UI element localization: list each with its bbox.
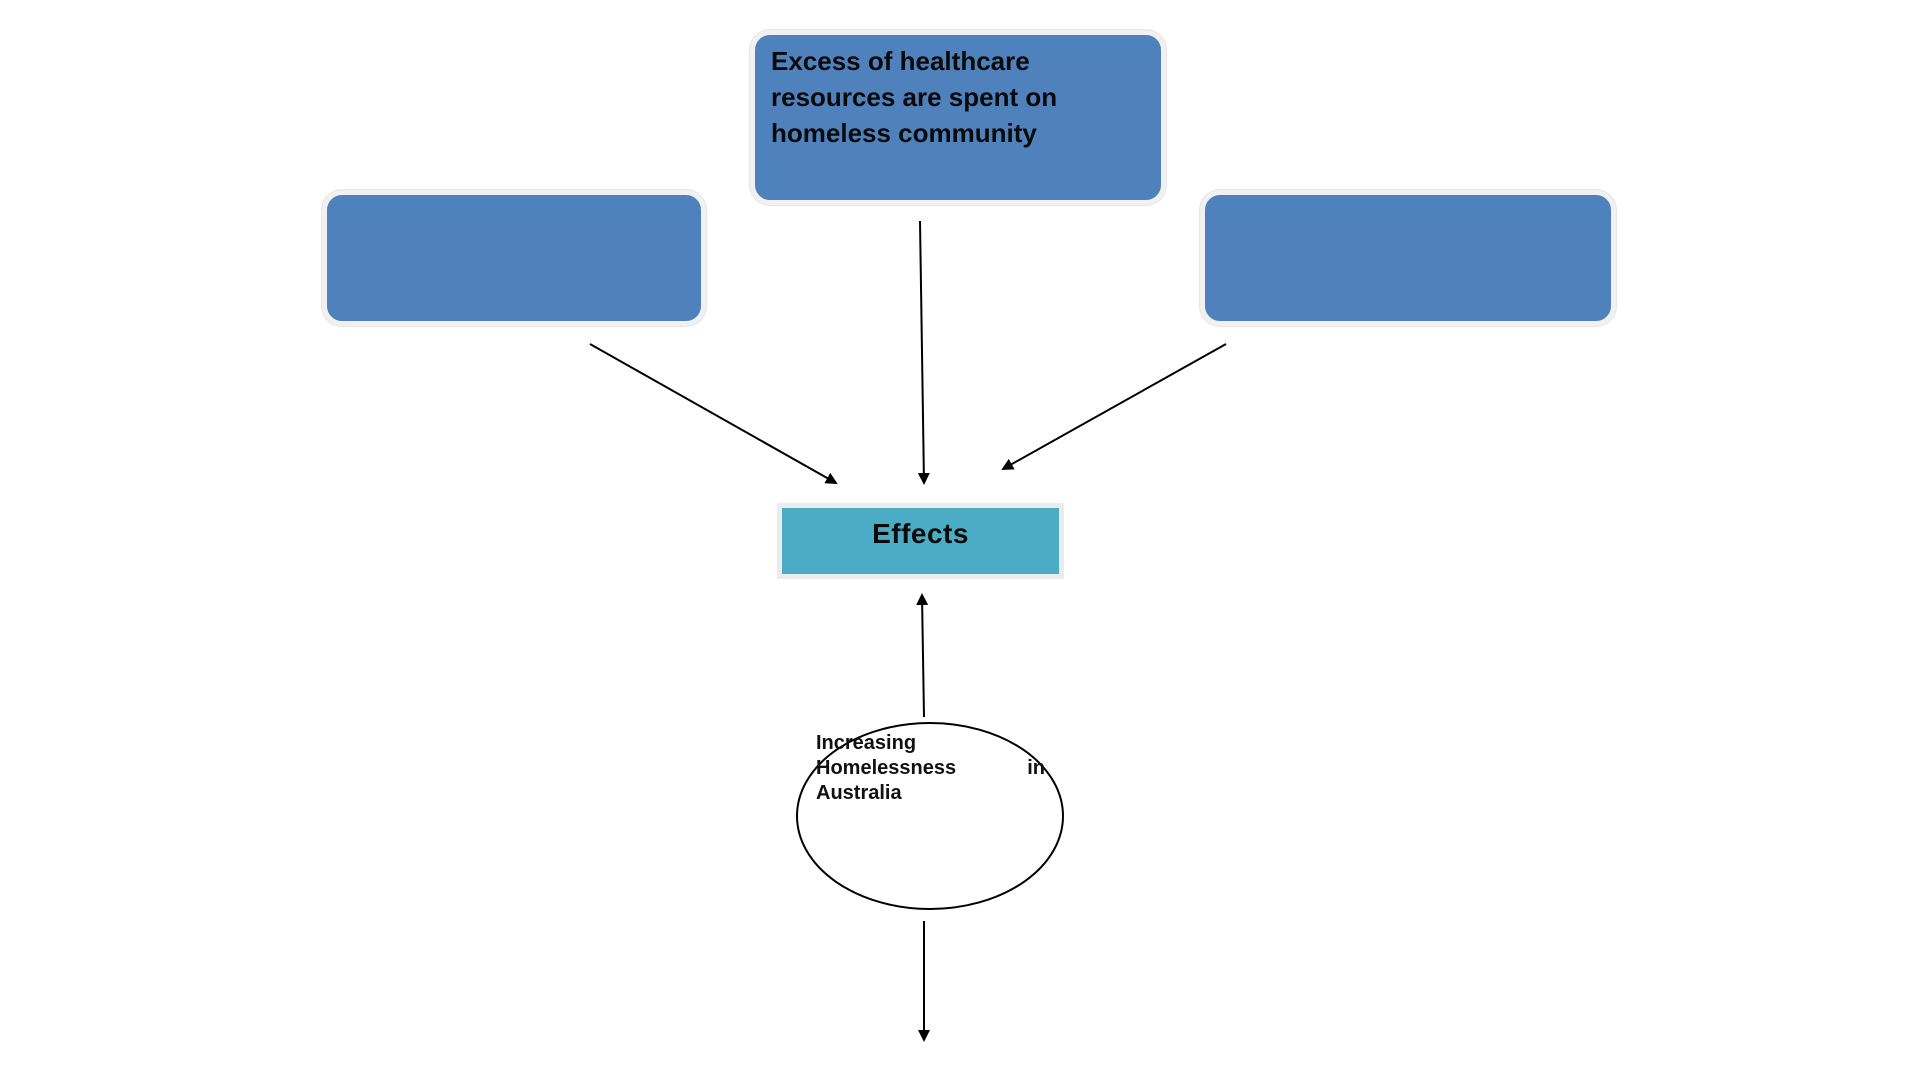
- arrow-right-box-to-effects: [1001, 343, 1227, 470]
- effects-box: Effects: [777, 503, 1064, 579]
- arrow-top-box-to-effects: [917, 220, 930, 485]
- right-effect-box: [1200, 190, 1616, 326]
- left-effect-box: [322, 190, 706, 326]
- arrow-cause-to-effects: [916, 593, 929, 718]
- top-effect-text: Excess of healthcare resources are spent…: [771, 46, 1058, 148]
- arrow-left-box-to-effects: [589, 343, 838, 484]
- effects-label: Effects: [872, 518, 969, 549]
- top-effect-box: Excess of healthcare resources are spent…: [750, 30, 1166, 205]
- cause-ellipse: [796, 722, 1064, 910]
- cause-label: Increasing Homelessness in Australia: [816, 732, 1045, 804]
